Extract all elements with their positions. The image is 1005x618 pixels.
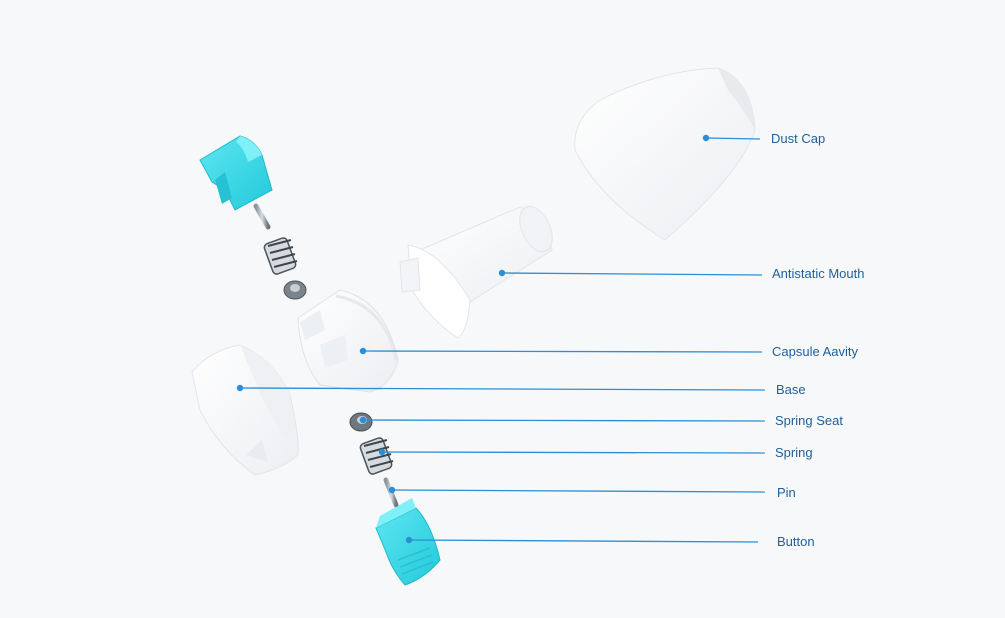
top-button-part [199,135,273,211]
anchor-pin [388,486,396,494]
label-base: Base [776,382,806,397]
base-part [191,344,299,476]
top-spring-seat-part [283,280,307,300]
leader-spring-seat [362,419,766,422]
leader-capsule-cavity [362,350,763,353]
label-antistatic-mouth: Antistatic Mouth [772,266,865,281]
leader-button [408,539,759,543]
capsule-cavity-part [297,289,399,393]
anchor-button [405,536,413,544]
label-pin: Pin [777,485,796,500]
leader-lines [236,134,766,544]
top-spring-part [263,237,298,275]
anchor-dust-cap [702,134,710,142]
button-part [375,498,441,586]
leader-antistatic-mouth [501,272,763,276]
label-capsule-cavity: Capsule Aavity [772,344,858,359]
leader-dust-cap [705,137,761,140]
label-dust-cap: Dust Cap [771,131,826,146]
label-button: Button [777,534,815,549]
anchor-antistatic-mouth [498,269,506,277]
antistatic-mouth-part [399,205,553,339]
leader-base [239,387,766,391]
anchor-spring-seat [359,416,367,424]
anchor-spring [378,448,386,456]
top-pin-part [253,203,271,230]
label-spring: Spring [775,445,813,460]
anchor-base [236,384,244,392]
leader-pin [391,489,766,493]
anchor-capsule-cavity [359,347,367,355]
spring-part [359,437,394,475]
leader-spring [381,451,766,454]
dust-cap-part [574,67,756,241]
label-spring-seat: Spring Seat [775,413,843,428]
